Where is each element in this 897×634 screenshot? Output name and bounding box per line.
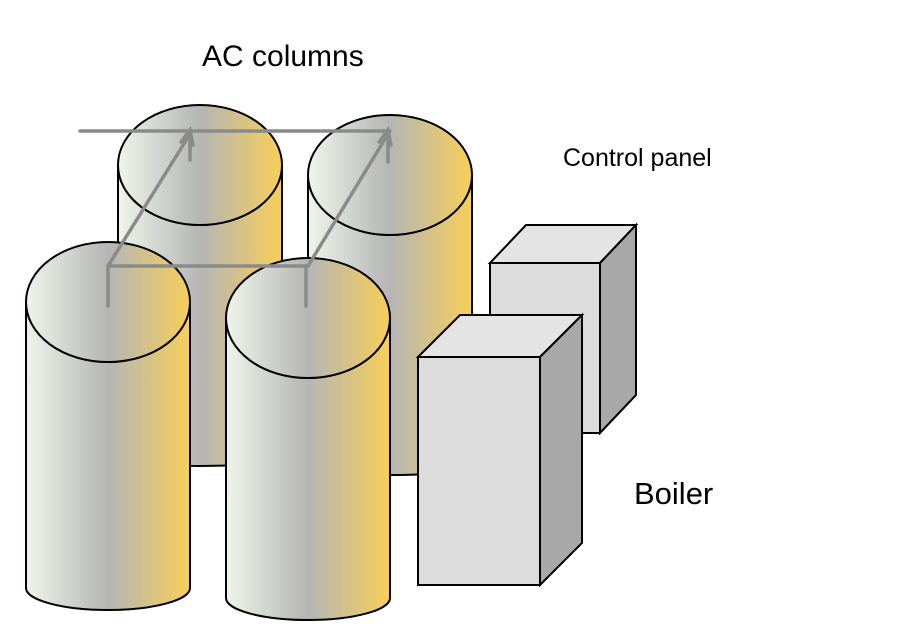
pipe-diagonal-right — [306, 132, 390, 268]
ac-columns-label: AC columns — [202, 40, 364, 73]
boiler-label: Boiler — [634, 476, 714, 511]
column-top — [307, 114, 473, 236]
pipe-arrowhead-left — [179, 125, 195, 147]
boiler-box — [415, 312, 585, 588]
column-top — [225, 257, 391, 379]
box-side — [599, 222, 637, 436]
piping — [78, 125, 393, 308]
box-side — [539, 312, 583, 588]
pipe-arrowhead-right — [377, 125, 393, 147]
control-panel-label: Control panel — [563, 144, 712, 172]
column-top — [117, 104, 283, 226]
box-front — [417, 356, 541, 586]
ac-column-front-right — [225, 257, 391, 621]
pipe-diagonal-left — [106, 132, 192, 268]
